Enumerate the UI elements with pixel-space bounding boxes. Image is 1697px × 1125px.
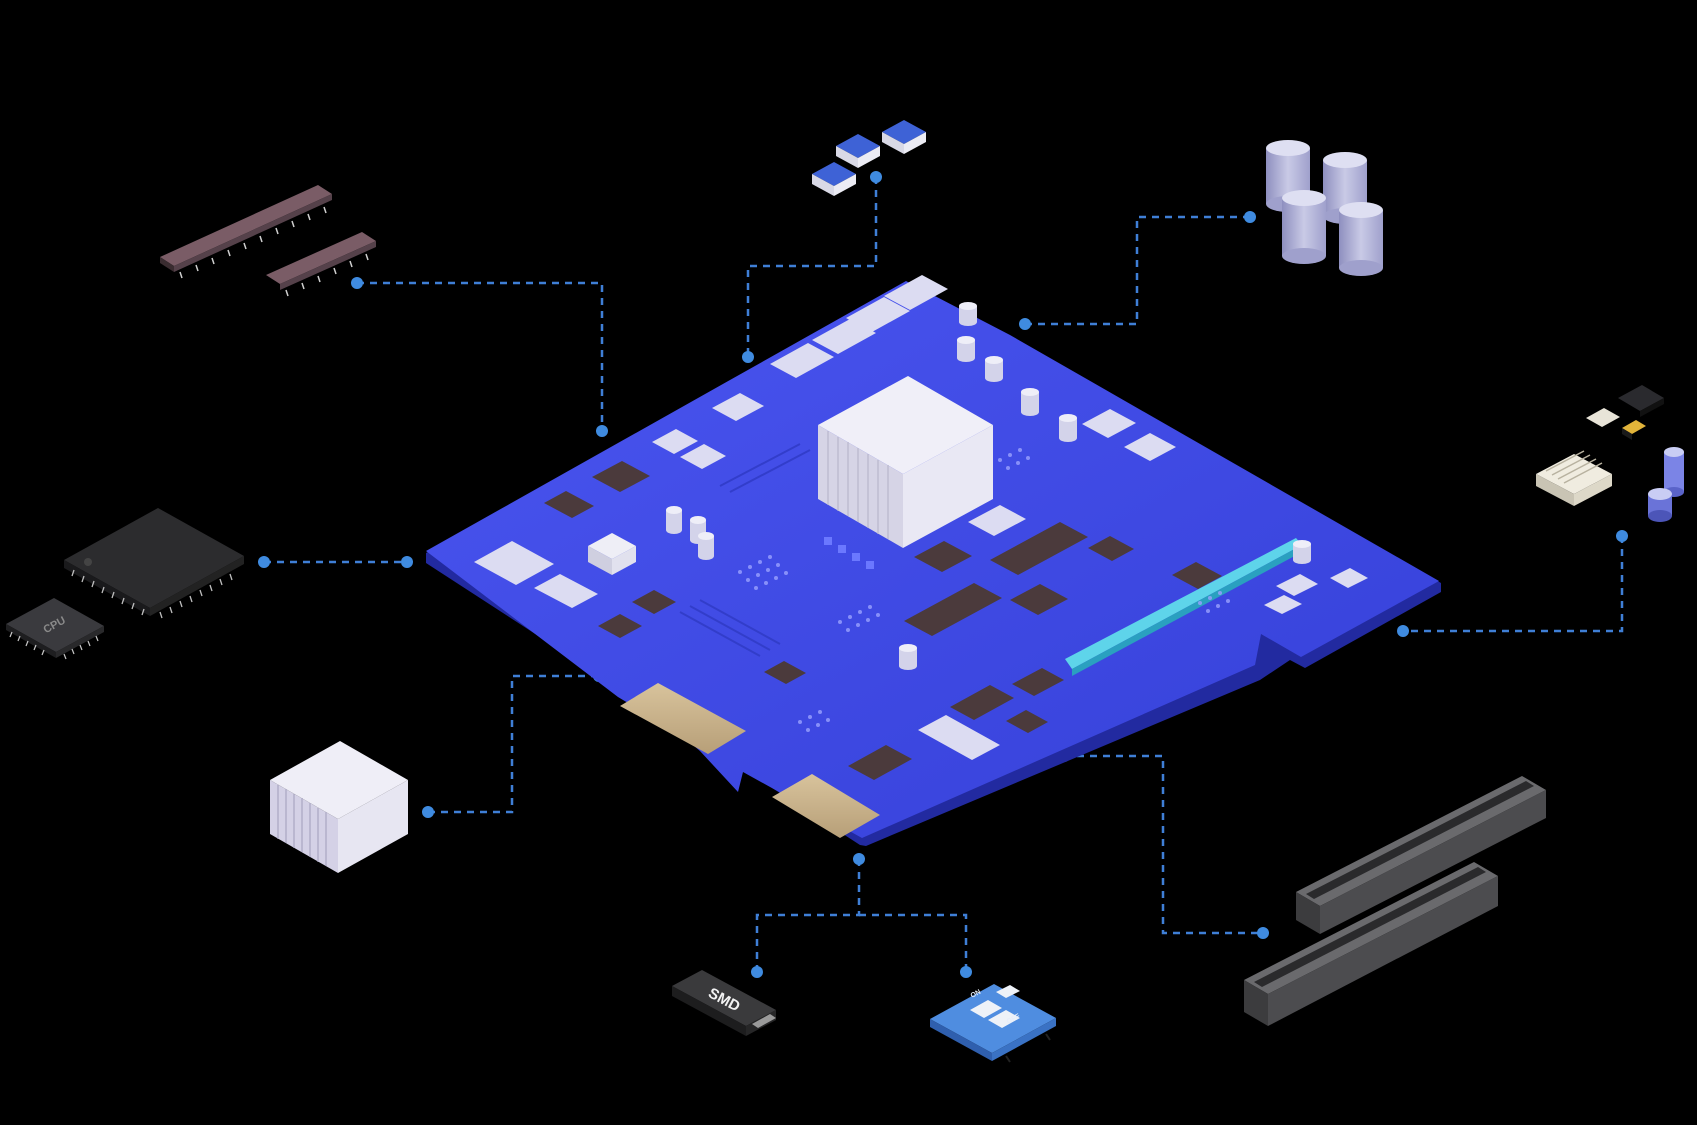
board-capacitors	[666, 302, 1311, 670]
ram-chip-icon	[160, 185, 376, 297]
heatsink-icon	[270, 741, 408, 873]
line-ram	[357, 281, 604, 431]
dip-on-label: ON	[970, 989, 983, 1000]
motherboard	[426, 275, 1441, 846]
line-cylinders	[1025, 215, 1250, 326]
line-smd-caps	[746, 177, 878, 357]
cpu-chip-icon: CPU	[6, 508, 244, 660]
slot-connector-icon	[1244, 776, 1546, 1026]
board-heatsink	[818, 376, 993, 548]
line-misc	[1403, 536, 1624, 633]
board-chips	[544, 461, 1222, 780]
board-pads	[474, 275, 1368, 760]
gold-finger-right	[772, 774, 880, 838]
line-slots	[1064, 754, 1263, 935]
connector-lines	[264, 177, 1624, 972]
electrolytic-capacitor-icon	[1266, 140, 1383, 276]
connector-dots	[258, 171, 1628, 978]
misc-components-icon	[1536, 385, 1684, 522]
line-bottom	[755, 859, 861, 972]
board-via-grid	[738, 448, 1230, 732]
dip-switch-icon: ON OFF	[930, 984, 1056, 1063]
gold-finger-left	[620, 683, 746, 754]
line-heatsink	[428, 674, 599, 814]
smd-capacitor-icon	[812, 120, 926, 196]
smd-diode-icon: SMD	[672, 970, 776, 1036]
pcie-slot	[1065, 538, 1302, 669]
line-bottom-right	[859, 913, 968, 972]
